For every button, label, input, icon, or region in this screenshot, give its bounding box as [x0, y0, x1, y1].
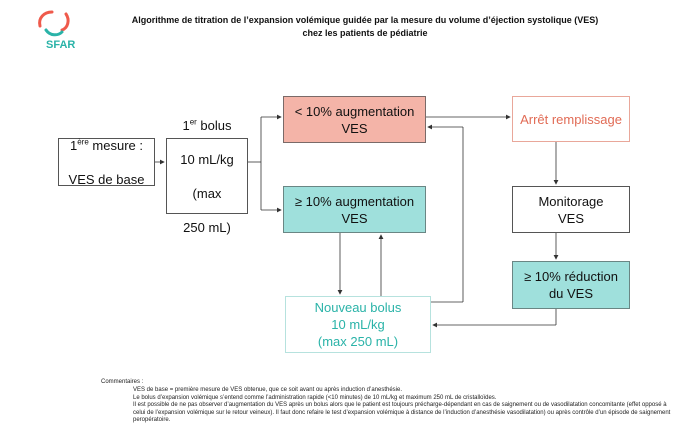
mesure-num: 1	[70, 137, 78, 153]
bolus-sup: er	[189, 117, 197, 127]
sfar-logo-graphic: SFAR	[38, 10, 75, 51]
comment-line-2: Le bolus d’expansion volémique s’entend …	[133, 394, 497, 401]
box-arret-remplissage: Arrêt remplissage	[512, 96, 630, 142]
box-high-augmentation: ≥ 10% augmentation VES	[283, 186, 426, 233]
mesure-rest: mesure :	[88, 137, 143, 153]
box-premiere-mesure: 1ère mesure : VES de base	[58, 137, 155, 187]
arret-remplissage-text: Arrêt remplissage	[520, 111, 622, 127]
nouveau-bolus-text: Nouveau bolus 10 mL/kg (max 250 mL)	[314, 300, 402, 349]
title-line-1: Algorithme de titration de l’expansion v…	[131, 15, 599, 25]
box-monitorage: Monitorage VES	[512, 186, 630, 233]
mesure-sup: ère	[77, 137, 89, 147]
bolus-rest: bolus	[196, 117, 232, 133]
comments-body: VES de base = première mesure de VES obt…	[133, 387, 678, 425]
bolus-line4: 250 mL)	[183, 219, 231, 235]
bolus-line3: (max	[192, 185, 222, 201]
mesure-line2: VES de base	[68, 171, 145, 187]
title-line-2: chez les patients de pédiatrie	[302, 28, 428, 38]
box-low-augmentation: < 10% augmentation VES	[283, 96, 426, 143]
box-reduction: ≥ 10% réduction du VES	[512, 261, 630, 309]
box-nouveau-bolus: Nouveau bolus 10 mL/kg (max 250 mL)	[285, 296, 431, 353]
box-premier-bolus: 1er bolus 10 mL/kg (max 250 mL)	[166, 118, 248, 235]
reduction-text: ≥ 10% réduction du VES	[524, 269, 618, 301]
bolus-line2: 10 mL/kg	[180, 151, 234, 167]
logo-text: SFAR	[46, 39, 75, 51]
page-title: Algorithme de titration de l’expansion v…	[130, 14, 600, 40]
bolus-num: 1	[182, 117, 190, 133]
low-augmentation-text: < 10% augmentation VES	[294, 103, 415, 136]
high-augmentation-text: ≥ 10% augmentation VES	[294, 193, 415, 226]
comment-line-3: Il est possible de ne pas observer d’aug…	[133, 402, 671, 424]
comment-line-1: VES de base = première mesure de VES obt…	[133, 387, 403, 393]
comments-label: Commentaires :	[101, 379, 144, 385]
monitorage-text: Monitorage VES	[538, 193, 604, 226]
sfar-logo: SFAR	[22, 10, 102, 54]
